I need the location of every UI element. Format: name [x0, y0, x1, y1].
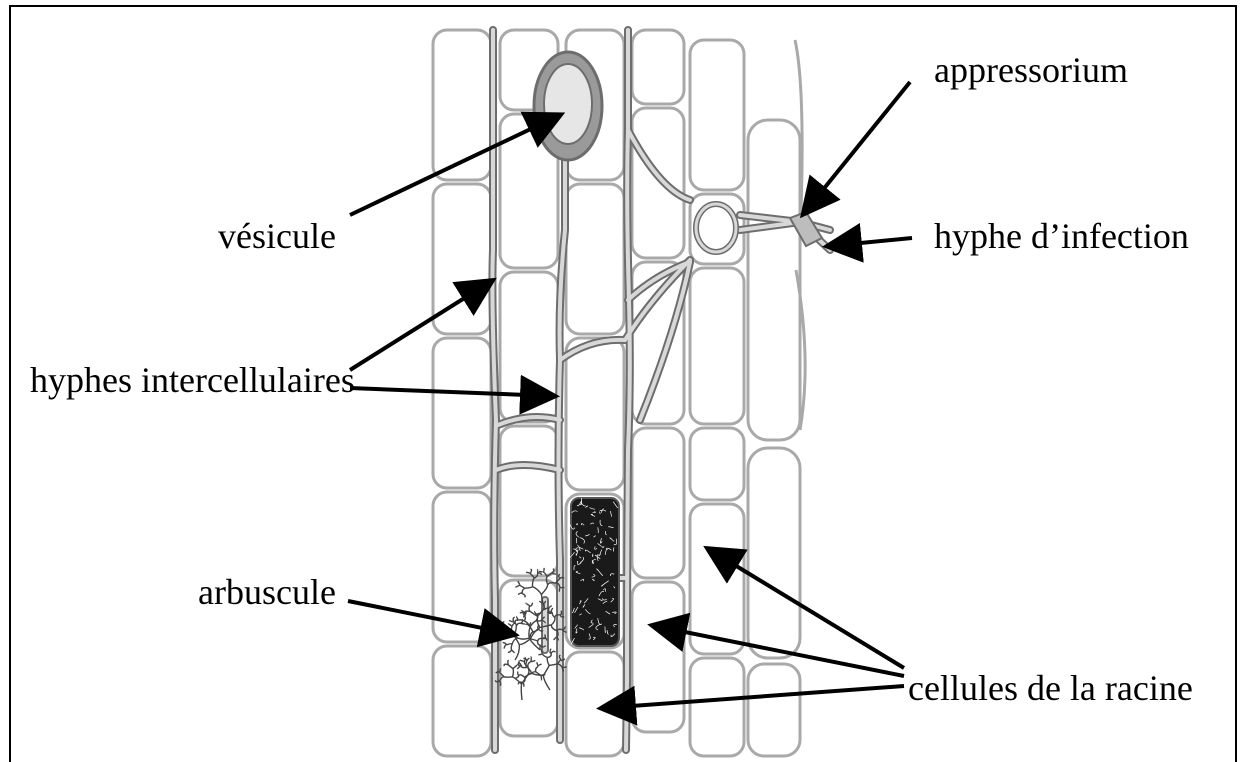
label-vesicule: vésicule	[218, 216, 336, 256]
vesicle-shape	[534, 52, 602, 160]
label-appressorium: appressorium	[934, 50, 1128, 90]
label-cellules-racine: cellules de la racine	[908, 668, 1193, 708]
label-hyphes-intercellulaires: hyphes intercellulaires	[30, 360, 355, 400]
label-hyphe-infection: hyphe d’infection	[934, 216, 1189, 256]
dense-arbuscule	[571, 498, 619, 646]
arrow-appressorium	[805, 82, 910, 212]
label-arbuscule: arbuscule	[198, 572, 336, 612]
arrow-hyphe-infection	[830, 238, 912, 246]
